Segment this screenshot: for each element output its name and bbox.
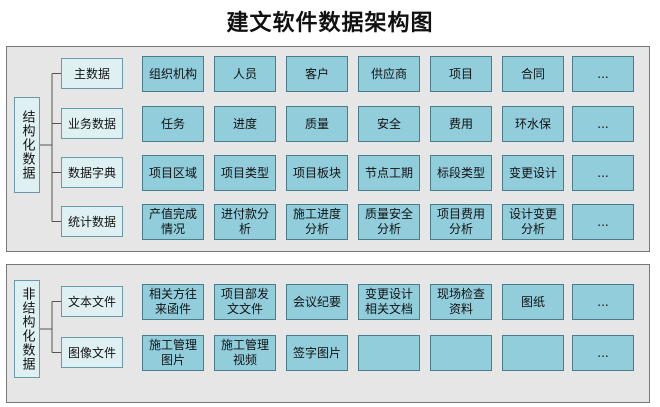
- category-box: 业务数据: [61, 108, 123, 139]
- data-item-box: 供应商: [358, 56, 420, 92]
- data-item-box: 产值完成 情况: [142, 204, 204, 240]
- data-item-box: 项目费用 分析: [430, 204, 492, 240]
- category-box: 主数据: [61, 58, 123, 89]
- data-item-box: 会议纪要: [286, 284, 348, 320]
- data-item-box: 项目区域: [142, 155, 204, 191]
- data-item-box: ...: [572, 155, 634, 191]
- data-item-box: ...: [572, 335, 634, 371]
- category-box: 图像文件: [61, 337, 123, 368]
- data-item-box: ...: [572, 284, 634, 320]
- category-box: 文本文件: [61, 286, 123, 317]
- data-item-box: 节点工期: [358, 155, 420, 191]
- data-item-box: 设计变更 分析: [502, 204, 564, 240]
- data-item-box: 标段类型: [430, 155, 492, 191]
- data-item-box: [358, 335, 420, 371]
- data-item-box: 安全: [358, 106, 420, 142]
- data-item-box: 项目类型: [214, 155, 276, 191]
- data-item-box: 客户: [286, 56, 348, 92]
- data-item-box: 施工管理 图片: [142, 335, 204, 371]
- data-item-box: 施工进度 分析: [286, 204, 348, 240]
- data-item-box: 质量: [286, 106, 348, 142]
- data-item-box: 图纸: [502, 284, 564, 320]
- data-item-box: 变更设计 相关文档: [358, 284, 420, 320]
- data-item-box: 合同: [502, 56, 564, 92]
- data-item-box: ...: [572, 204, 634, 240]
- data-item-box: 任务: [142, 106, 204, 142]
- data-item-box: 组织机构: [142, 56, 204, 92]
- data-item-box: 费用: [430, 106, 492, 142]
- data-item-box: ...: [572, 106, 634, 142]
- page-title: 建文软件数据架构图: [226, 11, 434, 36]
- structured-data-label: 结构化数据: [14, 97, 40, 193]
- category-box: 统计数据: [61, 206, 123, 237]
- data-item-box: [430, 335, 492, 371]
- data-item-box: 进度: [214, 106, 276, 142]
- data-item-box: 变更设计: [502, 155, 564, 191]
- data-item-box: 人员: [214, 56, 276, 92]
- data-item-box: [502, 335, 564, 371]
- data-item-box: 进付款分 析: [214, 204, 276, 240]
- data-item-box: 质量安全 分析: [358, 204, 420, 240]
- data-item-box: 项目板块: [286, 155, 348, 191]
- data-item-box: 现场检查 资料: [430, 284, 492, 320]
- data-item-box: 项目: [430, 56, 492, 92]
- category-box: 数据字典: [61, 157, 123, 188]
- data-item-box: ...: [572, 56, 634, 92]
- data-item-box: 项目部发 文文件: [214, 284, 276, 320]
- data-item-box: 施工管理 视频: [214, 335, 276, 371]
- data-item-box: 环水保: [502, 106, 564, 142]
- data-item-box: 相关方往 来函件: [142, 284, 204, 320]
- unstructured-data-label: 非结构化数据: [14, 280, 40, 378]
- data-item-box: 签字图片: [286, 335, 348, 371]
